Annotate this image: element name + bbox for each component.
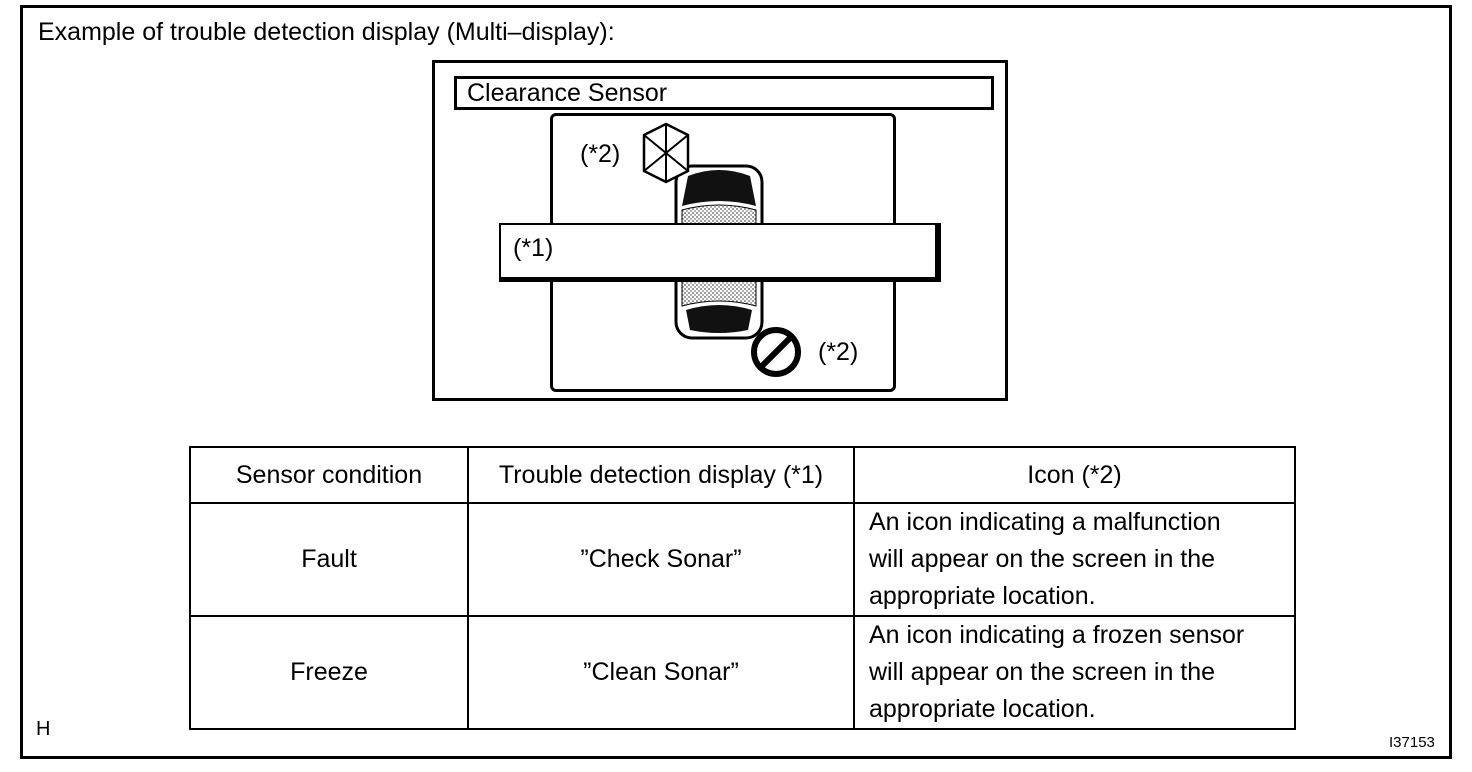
icon-description-line: appropriate location. <box>869 582 1096 610</box>
malfunction-icon <box>751 327 801 377</box>
screen-title: Clearance Sensor <box>454 76 994 110</box>
icon-description-line: will appear on the screen in the <box>869 545 1216 573</box>
figure-frame <box>20 5 1452 759</box>
figure-heading: Example of trouble detection display (Mu… <box>38 18 615 46</box>
cell-display: ”Check Sonar” <box>467 502 855 617</box>
corner-letter: H <box>36 718 51 740</box>
cell-icon-description: An icon indicating a malfunction will ap… <box>853 502 1296 617</box>
trouble-message-box <box>499 223 941 282</box>
header-icon: Icon (*2) <box>853 446 1296 504</box>
icon-description-line: appropriate location. <box>869 695 1096 723</box>
sensor-condition-table: Sensor condition Trouble detection displ… <box>189 446 1296 730</box>
cell-display: ”Clean Sonar” <box>467 615 855 730</box>
frozen-sensor-icon <box>642 122 690 184</box>
cell-condition: Fault <box>189 502 469 617</box>
multi-display-screen <box>432 60 1008 401</box>
cell-condition: Freeze <box>189 615 469 730</box>
icon-description-line: An icon indicating a frozen sensor <box>869 621 1245 649</box>
icon-description-line: An icon indicating a malfunction <box>869 508 1221 536</box>
table-header-row: Sensor condition Trouble detection displ… <box>189 446 1296 504</box>
trouble-message-label: (*1) <box>513 234 554 262</box>
figure-id: I37153 <box>1389 734 1435 751</box>
table-row: Freeze ”Clean Sonar” An icon indicating … <box>189 615 1296 730</box>
icon-label-top: (*2) <box>580 140 621 168</box>
icon-description-line: will appear on the screen in the <box>869 658 1216 686</box>
icon-label-bottom: (*2) <box>818 338 859 366</box>
header-sensor-condition: Sensor condition <box>189 446 469 504</box>
table-row: Fault ”Check Sonar” An icon indicating a… <box>189 502 1296 617</box>
cell-icon-description: An icon indicating a frozen sensor will … <box>853 615 1296 730</box>
header-trouble-display: Trouble detection display (*1) <box>467 446 855 504</box>
